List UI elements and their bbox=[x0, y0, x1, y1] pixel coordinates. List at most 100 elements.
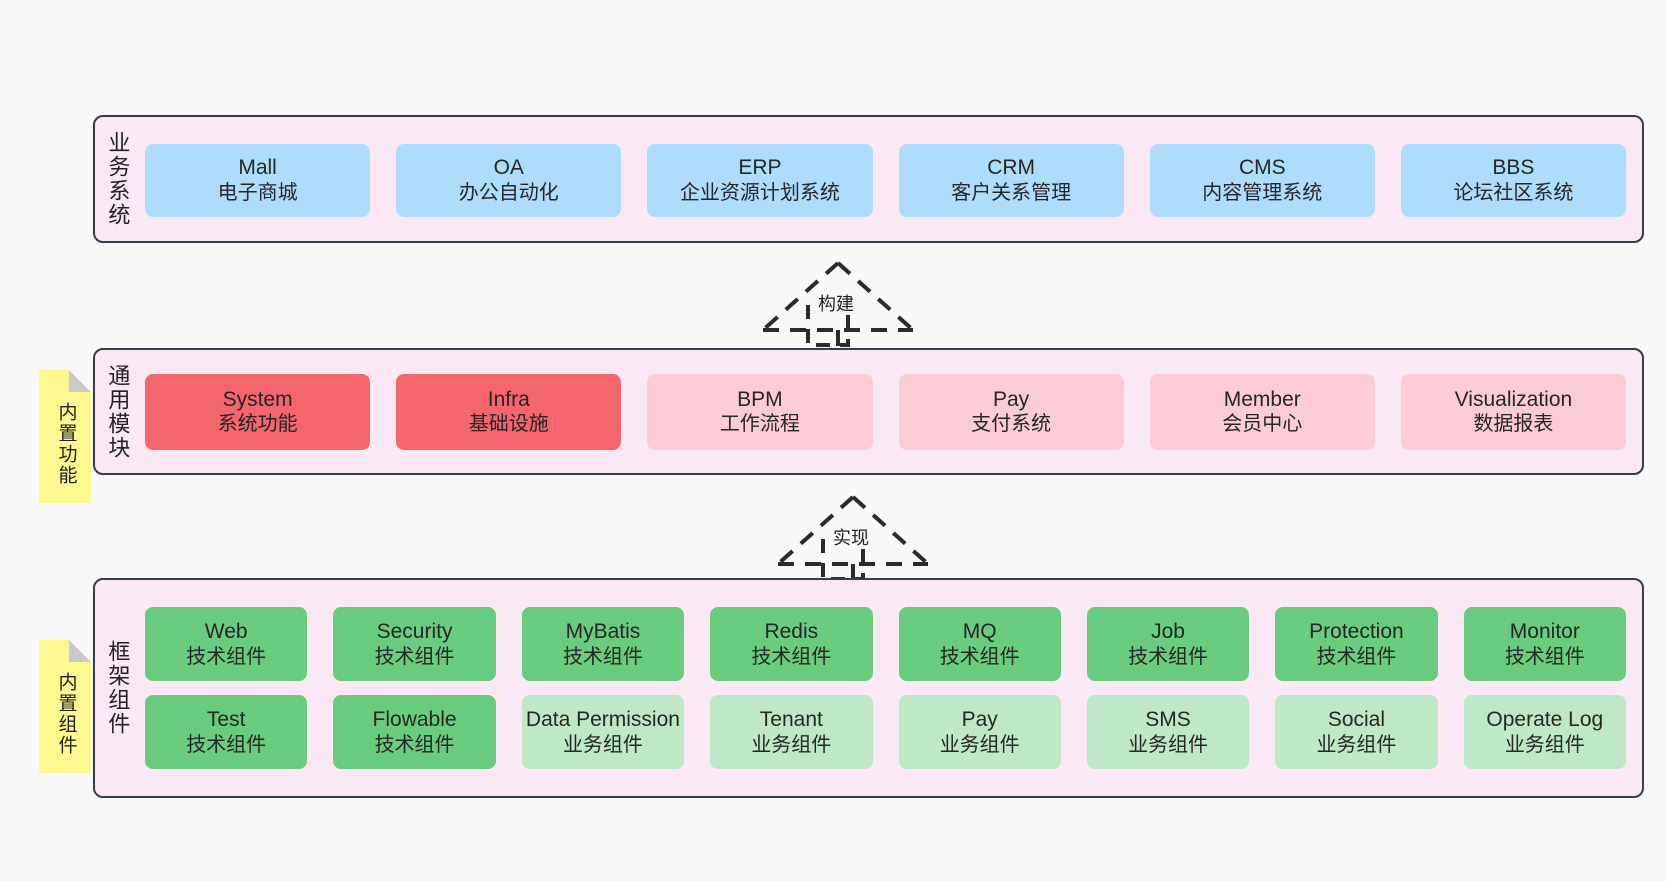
card-data-permission[interactable]: Data Permission 业务组件 bbox=[521, 695, 685, 769]
card-sms[interactable]: SMS 业务组件 bbox=[1086, 695, 1250, 769]
realization-arrow-build-icon bbox=[761, 261, 915, 353]
card-title-en: Operate Log bbox=[1486, 708, 1604, 731]
card-title-cn: 业务组件 bbox=[751, 733, 832, 756]
card-redis[interactable]: Redis 技术组件 bbox=[710, 607, 873, 681]
card-title-en: Monitor bbox=[1509, 620, 1580, 643]
card-title-cn: 电子商城 bbox=[217, 181, 298, 204]
arrow-label-implement: 实现 bbox=[833, 528, 869, 548]
card-system[interactable]: System 系统功能 bbox=[145, 373, 371, 450]
card-title-en: Web bbox=[204, 620, 248, 643]
card-oa[interactable]: OA 办公自动化 bbox=[396, 143, 622, 217]
card-title-cn: 办公自动化 bbox=[458, 181, 559, 204]
card-title-en: Test bbox=[206, 708, 246, 731]
arrow-label-build: 构建 bbox=[818, 294, 854, 314]
card-social[interactable]: Social 业务组件 bbox=[1275, 695, 1438, 769]
card-title-en: Pay bbox=[961, 708, 998, 731]
card-mybatis[interactable]: MyBatis 技术组件 bbox=[521, 607, 685, 681]
card-title-en: MyBatis bbox=[565, 620, 641, 643]
card-operate-log[interactable]: Operate Log 业务组件 bbox=[1463, 695, 1626, 769]
layer-body-business: Mall 电子商城 OA 办公自动化 ERP 企业资源计划系统 CRM 客户关系… bbox=[139, 117, 1642, 241]
card-row: Web 技术组件 Security 技术组件 MyBatis 技术组件 Redi… bbox=[145, 607, 1626, 681]
card-title-cn: 技术组件 bbox=[186, 645, 267, 668]
card-title-cn: 内容管理系统 bbox=[1202, 181, 1323, 204]
card-title-cn: 技术组件 bbox=[939, 645, 1020, 668]
card-title-cn: 技术组件 bbox=[1316, 645, 1397, 668]
card-title-cn: 客户关系管理 bbox=[951, 181, 1072, 204]
card-crm[interactable]: CRM 客户关系管理 bbox=[898, 143, 1124, 217]
sticky-note-builtin-function: 内置功能 bbox=[39, 370, 91, 503]
card-erp[interactable]: ERP 企业资源计划系统 bbox=[647, 143, 873, 217]
card-bpm[interactable]: BPM 工作流程 bbox=[647, 373, 873, 450]
card-title-cn: 技术组件 bbox=[751, 645, 832, 668]
card-title-cn: 技术组件 bbox=[1128, 645, 1209, 668]
card-title-cn: 企业资源计划系统 bbox=[679, 181, 840, 204]
card-test[interactable]: Test 技术组件 bbox=[145, 695, 308, 769]
card-title-en: BPM bbox=[737, 387, 783, 411]
layer-title-common: 通用模块 bbox=[105, 363, 131, 460]
card-title-cn: 技术组件 bbox=[374, 733, 455, 756]
card-title-en: ERP bbox=[738, 156, 782, 179]
card-row: Test 技术组件 Flowable 技术组件 Data Permission … bbox=[145, 695, 1626, 769]
card-title-en: Mall bbox=[238, 156, 277, 179]
card-title-en: Pay bbox=[993, 387, 1030, 411]
card-title-cn: 数据报表 bbox=[1473, 413, 1554, 436]
card-title-cn: 工作流程 bbox=[719, 413, 800, 436]
card-mq[interactable]: MQ 技术组件 bbox=[898, 607, 1061, 681]
card-security[interactable]: Security 技术组件 bbox=[333, 607, 496, 681]
card-pay-component[interactable]: Pay 业务组件 bbox=[898, 695, 1061, 769]
card-bbs[interactable]: BBS 论坛社区系统 bbox=[1400, 143, 1627, 217]
card-title-en: SMS bbox=[1145, 708, 1191, 731]
layer-framework-component: 框架组件 Web 技术组件 Security 技术组件 MyBatis 技术组件… bbox=[93, 578, 1644, 798]
layer-common-module: 通用模块 System 系统功能 Infra 基础设施 BPM 工作流程 Pay… bbox=[93, 348, 1644, 475]
card-title-en: Social bbox=[1327, 708, 1386, 731]
card-title-en: Redis bbox=[764, 620, 819, 643]
card-flowable[interactable]: Flowable 技术组件 bbox=[333, 695, 496, 769]
card-title-cn: 业务组件 bbox=[562, 733, 643, 756]
layer-business-system: 业务系统 Mall 电子商城 OA 办公自动化 ERP 企业资源计划系统 CRM… bbox=[93, 115, 1644, 243]
card-visualization[interactable]: Visualization 数据报表 bbox=[1400, 373, 1627, 450]
card-row: Mall 电子商城 OA 办公自动化 ERP 企业资源计划系统 CRM 客户关系… bbox=[145, 143, 1627, 217]
card-title-cn: 技术组件 bbox=[186, 733, 267, 756]
card-title-cn: 技术组件 bbox=[562, 645, 643, 668]
card-job[interactable]: Job 技术组件 bbox=[1086, 607, 1250, 681]
card-title-cn: 支付系统 bbox=[971, 413, 1052, 436]
card-pay-module[interactable]: Pay 支付系统 bbox=[898, 373, 1124, 450]
card-infra[interactable]: Infra 基础设施 bbox=[396, 373, 622, 450]
card-title-en: Visualization bbox=[1454, 387, 1573, 411]
card-title-en: CRM bbox=[987, 156, 1036, 179]
card-tenant[interactable]: Tenant 业务组件 bbox=[710, 695, 873, 769]
card-row: System 系统功能 Infra 基础设施 BPM 工作流程 Pay 支付系统… bbox=[145, 373, 1627, 450]
card-protection[interactable]: Protection 技术组件 bbox=[1275, 607, 1438, 681]
card-title-en: Job bbox=[1151, 620, 1185, 643]
card-title-en: CMS bbox=[1238, 156, 1286, 179]
card-title-cn: 业务组件 bbox=[939, 733, 1020, 756]
card-member[interactable]: Member 会员中心 bbox=[1149, 373, 1375, 450]
layer-body-common: System 系统功能 Infra 基础设施 BPM 工作流程 Pay 支付系统… bbox=[139, 350, 1642, 473]
card-title-cn: 基础设施 bbox=[468, 413, 549, 436]
card-cms[interactable]: CMS 内容管理系统 bbox=[1149, 143, 1375, 217]
card-title-en: MQ bbox=[962, 620, 997, 643]
card-title-en: BBS bbox=[1492, 156, 1535, 179]
card-title-cn: 系统功能 bbox=[217, 413, 298, 436]
card-title-en: Data Permission bbox=[525, 708, 680, 731]
card-title-en: Member bbox=[1223, 387, 1301, 411]
card-title-cn: 论坛社区系统 bbox=[1453, 181, 1574, 204]
card-title-cn: 业务组件 bbox=[1504, 733, 1585, 756]
card-title-cn: 会员中心 bbox=[1222, 413, 1303, 436]
layer-title-business: 业务系统 bbox=[105, 131, 131, 227]
layer-body-frame: Web 技术组件 Security 技术组件 MyBatis 技术组件 Redi… bbox=[139, 580, 1642, 796]
sticky-note-builtin-component: 内置组件 bbox=[39, 640, 91, 773]
card-title-cn: 技术组件 bbox=[1504, 645, 1585, 668]
card-monitor[interactable]: Monitor 技术组件 bbox=[1463, 607, 1626, 681]
realization-arrow-implement-icon bbox=[776, 495, 930, 587]
card-web[interactable]: Web 技术组件 bbox=[145, 607, 308, 681]
card-title-en: Tenant bbox=[759, 708, 823, 731]
card-title-en: Infra bbox=[487, 387, 530, 411]
card-title-en: Flowable bbox=[372, 708, 457, 731]
card-title-en: OA bbox=[493, 156, 524, 179]
card-title-en: System bbox=[222, 387, 293, 411]
layer-title-frame: 框架组件 bbox=[105, 640, 131, 736]
arrow-stem-build-icon bbox=[806, 305, 850, 347]
card-mall[interactable]: Mall 电子商城 bbox=[145, 143, 371, 217]
